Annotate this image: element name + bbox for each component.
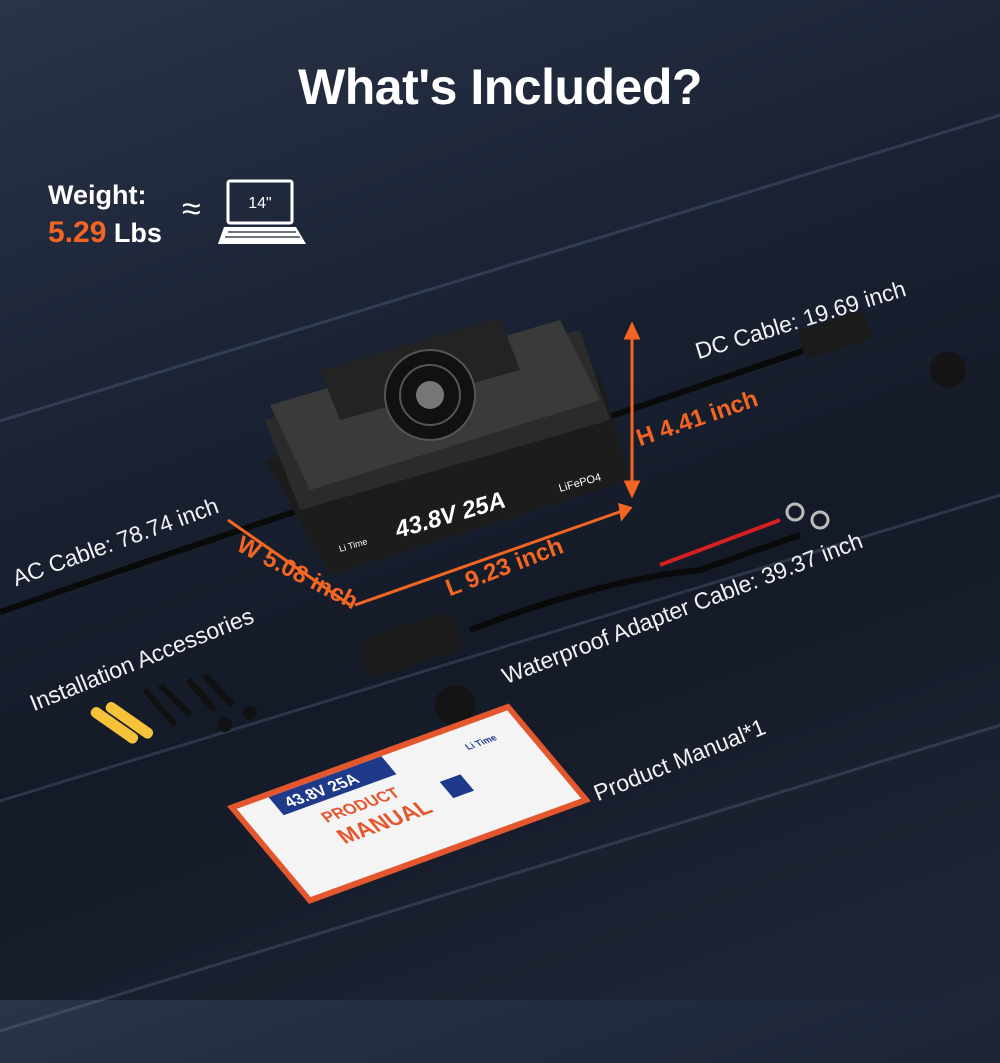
weight-info: Weight: 5.29 Lbs bbox=[48, 176, 162, 252]
laptop-size: 14" bbox=[248, 195, 271, 212]
ac-cable bbox=[0, 507, 301, 615]
weight-value: 5.29 bbox=[48, 216, 107, 249]
weight-unit: Lbs bbox=[113, 218, 162, 248]
product-illustration: 43.8V 25A Li Time LiFePO4 43.8V 25A PROD… bbox=[0, 311, 966, 904]
dimension-arrows bbox=[227, 321, 641, 607]
charger-icon: 43.8V 25A Li Time LiFePO4 bbox=[265, 318, 630, 575]
product-manual-icon: 43.8V 25A PRODUCT MANUAL Li Time bbox=[226, 703, 591, 904]
adapter-cable bbox=[468, 532, 801, 633]
approx-symbol: ≈ bbox=[182, 190, 201, 228]
weight-label: Weight: bbox=[48, 180, 147, 210]
page-title: What's Included? bbox=[298, 59, 702, 115]
accessories-icon bbox=[90, 672, 257, 744]
laptop-icon: 14" bbox=[218, 178, 308, 253]
dc-cable bbox=[599, 342, 821, 423]
waterproof-connector-icon bbox=[358, 613, 475, 725]
dc-connector-icon bbox=[798, 311, 966, 388]
